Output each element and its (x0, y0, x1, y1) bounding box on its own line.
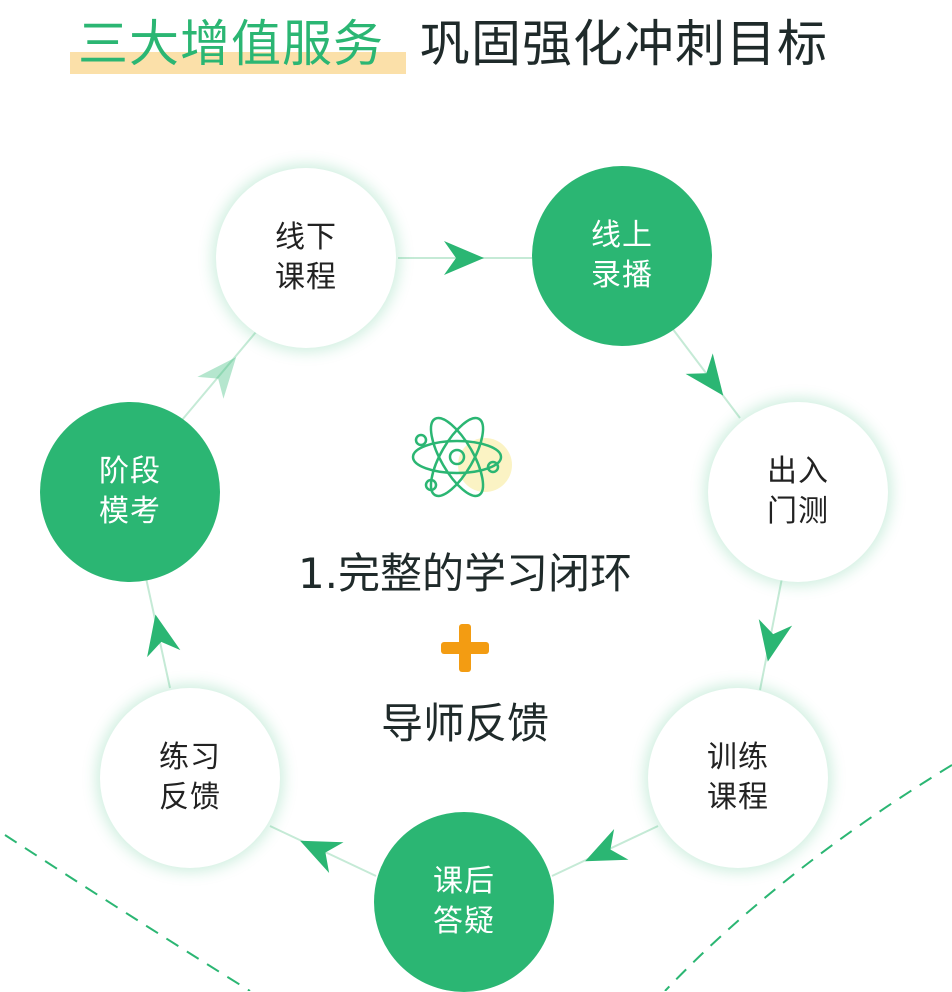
node-label-line1: 线上 (591, 218, 653, 253)
node-label-line1: 阶段 (99, 454, 161, 489)
connector-2 (671, 327, 741, 419)
node-offline-course: 线下 课程 (216, 168, 396, 348)
arrow-icon-2 (685, 353, 724, 396)
page-header: 三大增值服务 巩固强化冲刺目标 (0, 0, 952, 110)
arrow-icon-3 (758, 619, 793, 662)
arrow-icon-5 (300, 840, 344, 874)
connector-7 (181, 331, 257, 421)
arrow-icon-6 (147, 614, 181, 658)
node-label-line2: 门测 (767, 494, 829, 529)
title-text: 巩固强化冲刺目标 (420, 15, 828, 73)
dashed-curve-right (664, 764, 952, 991)
node-label-line1: 训练 (707, 740, 769, 775)
node-label-line2: 模考 (99, 494, 161, 529)
center-subtitle: 导师反馈 (380, 699, 549, 748)
atom-icon (411, 416, 512, 498)
node-training-course: 训练 课程 (648, 688, 828, 868)
arrow-icon-7 (197, 357, 237, 399)
node-label-line1: 线下 (275, 220, 337, 255)
center-title: 1.完整的学习闭环 (297, 549, 633, 598)
node-online-recording: 线上 录播 (532, 166, 712, 346)
node-label-line1: 练习 (159, 740, 221, 775)
node-label-line2: 答疑 (433, 904, 495, 939)
title-highlight-text: 三大增值服务 (78, 15, 384, 73)
dashed-curve-left (4, 834, 251, 991)
arrow-icon-1 (444, 241, 484, 275)
node-label-line1: 课后 (433, 864, 495, 899)
title-highlight-bar (70, 52, 406, 74)
node-label-line2: 录播 (591, 258, 653, 293)
node-practice-feedback: 练习 反馈 (100, 688, 280, 868)
node-label-line2: 反馈 (159, 780, 221, 815)
node-after-class-qa: 课后 答疑 (374, 812, 554, 992)
plus-icon (441, 624, 489, 672)
arrow-icon-4 (585, 828, 629, 862)
node-entry-exit-test: 出入 门测 (708, 402, 888, 582)
node-stage-mock-exam: 阶段 模考 (40, 402, 220, 582)
node-label-line1: 出入 (767, 454, 829, 489)
node-label-line2: 课程 (707, 780, 769, 815)
node-label-line2: 课程 (275, 260, 337, 295)
